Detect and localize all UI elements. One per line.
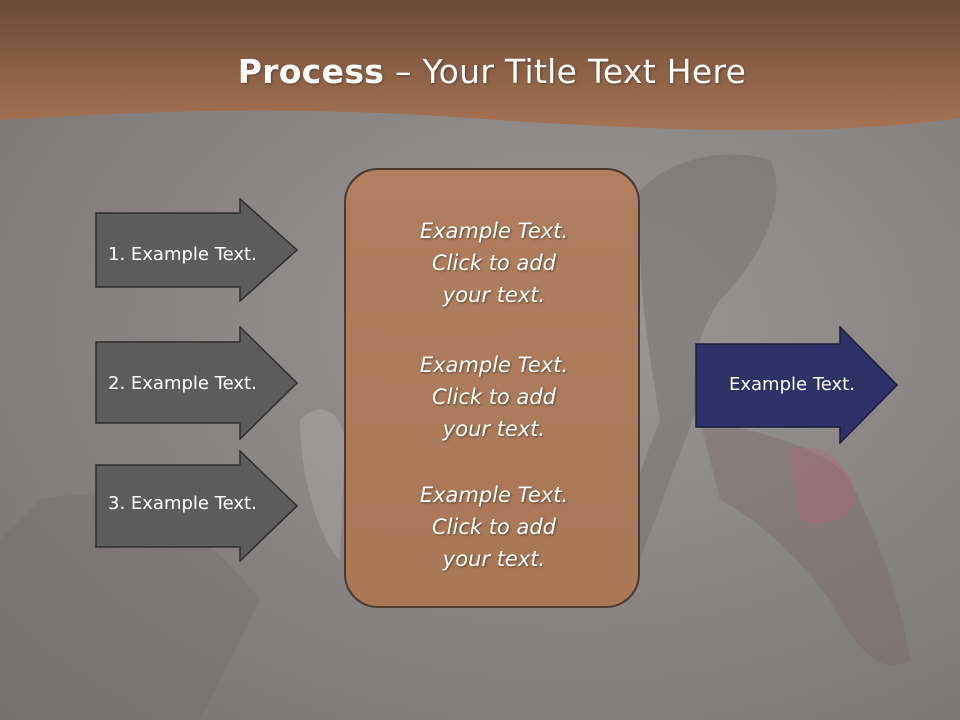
- title-bold: Process: [237, 52, 385, 91]
- paragraph-line: Example Text.: [419, 353, 569, 377]
- paragraph-line: Example Text.: [419, 219, 569, 243]
- paragraph-line: your text.: [442, 547, 546, 571]
- header-band: [0, 0, 960, 131]
- step-arrow-label: 2. Example Text.: [108, 373, 257, 394]
- paragraph-line: your text.: [442, 417, 546, 441]
- step-arrow-label: 1. Example Text.: [108, 244, 257, 265]
- step-arrow-2[interactable]: 2. Example Text.: [95, 326, 299, 440]
- center-paragraph-2[interactable]: Example Text. Click to add your text.: [346, 349, 642, 445]
- step-arrow-1[interactable]: 1. Example Text.: [95, 198, 299, 302]
- result-arrow[interactable]: Example Text.: [695, 326, 899, 444]
- title-rest: – Your Title Text Here: [384, 52, 747, 91]
- step-arrow-label: 3. Example Text.: [108, 493, 257, 514]
- center-paragraph-1[interactable]: Example Text. Click to add your text.: [346, 215, 642, 311]
- page-title: Process – Your Title Text Here: [0, 52, 960, 91]
- paragraph-line: your text.: [442, 283, 546, 307]
- arrow-shape: [695, 326, 899, 444]
- step-arrow-3[interactable]: 3. Example Text.: [95, 450, 299, 562]
- arrow-shape: [95, 450, 299, 562]
- center-text-box[interactable]: Example Text. Click to add your text. Ex…: [344, 168, 640, 608]
- paragraph-line: Click to add: [431, 251, 556, 275]
- paragraph-line: Example Text.: [419, 483, 569, 507]
- paragraph-line: Click to add: [431, 515, 556, 539]
- center-paragraph-3[interactable]: Example Text. Click to add your text.: [346, 479, 642, 575]
- arrow-shape: [95, 326, 299, 440]
- result-arrow-label: Example Text.: [729, 374, 855, 395]
- paragraph-line: Click to add: [431, 385, 556, 409]
- arrow-shape: [95, 198, 299, 302]
